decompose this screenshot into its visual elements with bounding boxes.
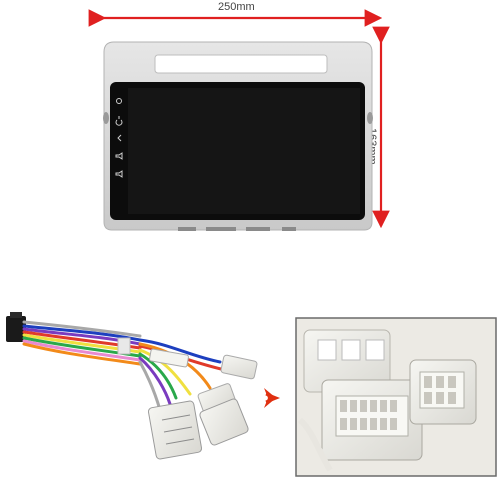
connector-detail-photo [295,317,497,477]
back-icon [117,134,122,142]
power-icon [115,116,123,126]
wiring-harness [6,312,258,460]
harness-plug-black [6,316,26,342]
home-icon [116,98,122,104]
touch-screen [110,82,365,220]
frame-slot [154,54,328,74]
detail-connector-main [321,379,423,461]
volume-up-icon [115,152,123,160]
connector-small-right [220,354,258,380]
detail-connector-side [409,359,477,425]
volume-down-icon [115,170,123,178]
connector-large-right [199,398,249,446]
callout-arrow [264,388,281,408]
detail-connector-top [303,329,391,393]
